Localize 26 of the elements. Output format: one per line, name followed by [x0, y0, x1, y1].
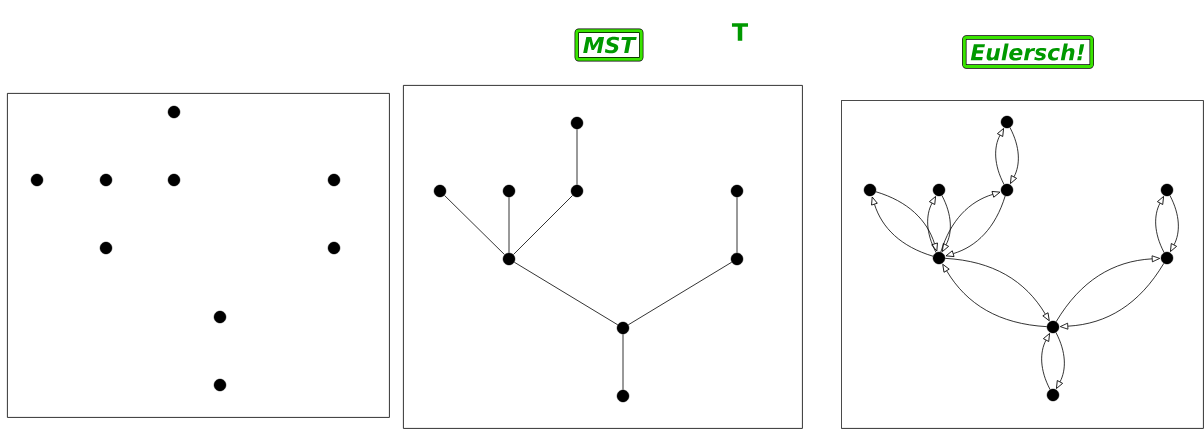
tree-edge	[513, 261, 619, 326]
arrow	[1009, 127, 1019, 184]
panel-frame	[7, 93, 390, 418]
tree-edge	[508, 196, 510, 254]
tree-edge	[444, 194, 505, 256]
handwritten-box: MST	[574, 28, 644, 62]
arrow	[944, 257, 1050, 322]
tree-edge	[576, 128, 578, 186]
tree-edge	[622, 333, 624, 391]
arrow	[1169, 195, 1179, 252]
handwritten-label: T	[731, 23, 748, 41]
arrow	[1055, 255, 1161, 323]
arrow	[1155, 196, 1165, 253]
arrow	[942, 263, 1048, 328]
arrow	[1055, 332, 1065, 389]
arrow	[1059, 262, 1165, 330]
arrow	[927, 196, 937, 253]
tree-edge	[627, 261, 733, 326]
panel-frame	[403, 85, 803, 429]
tree-edge	[736, 196, 738, 254]
arrow	[995, 128, 1005, 185]
arrow	[941, 195, 951, 252]
arrow	[1041, 333, 1051, 390]
tree-edge	[513, 195, 573, 255]
handwritten-box: Eulersch!	[962, 35, 1094, 69]
panel-frame	[841, 100, 1204, 429]
